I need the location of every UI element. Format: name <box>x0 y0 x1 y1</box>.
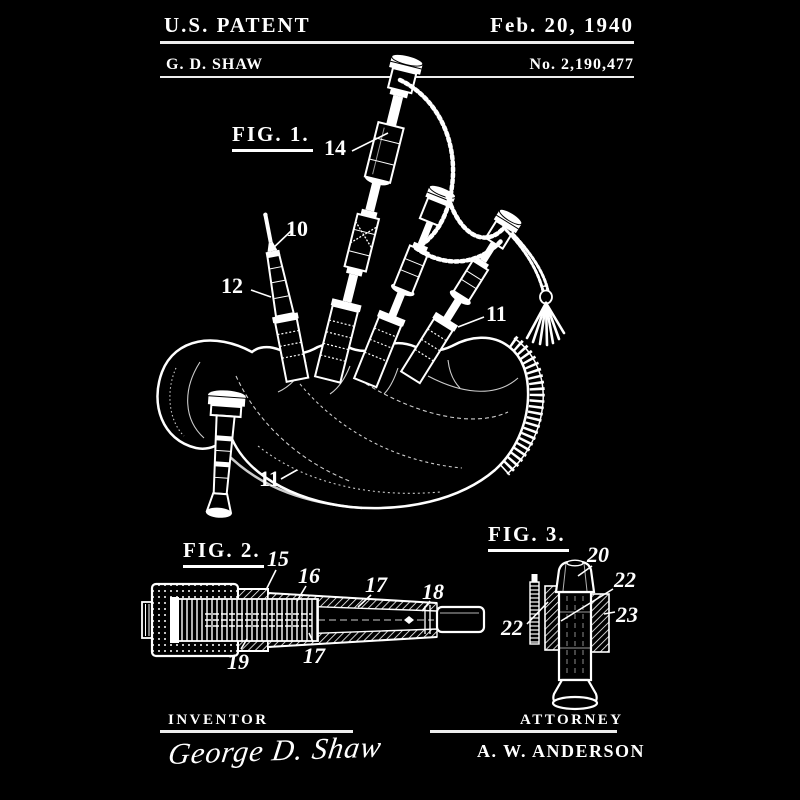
fig3-label: FIG. 3. <box>488 522 569 552</box>
callout-19: 19 <box>227 649 249 674</box>
callout-16: 16 <box>298 563 320 588</box>
callout-11-bottom: 11 <box>259 466 280 491</box>
callout-20: 20 <box>587 542 609 567</box>
fig2-leader-lines <box>240 569 431 650</box>
patent-number: No. 2,190,477 <box>529 56 634 73</box>
patent-date: Feb. 20, 1940 <box>490 13 634 37</box>
callout-23: 23 <box>616 602 638 627</box>
fig1-label: FIG. 1. <box>232 122 313 152</box>
fig3-drawing <box>526 559 616 711</box>
chanter <box>205 390 247 518</box>
fig1-leader-lines <box>250 132 485 480</box>
callout-18: 18 <box>422 579 444 604</box>
attorney-label: ATTORNEY <box>520 712 624 728</box>
fig2-drawing <box>141 569 486 658</box>
callout-22-left: 22 <box>501 615 523 640</box>
fig1-drawing <box>156 53 566 518</box>
attorney-rule <box>430 730 617 733</box>
callout-22-right: 22 <box>614 567 636 592</box>
attorney-name: A. W. ANDERSON <box>477 741 646 761</box>
callout-10: 10 <box>286 216 308 241</box>
bag-shading <box>169 359 519 510</box>
fig3-leader-lines <box>526 565 616 625</box>
bag-fringe <box>498 335 545 476</box>
fig2-label: FIG. 2. <box>183 538 264 568</box>
blowpipe <box>263 212 310 383</box>
callout-15: 15 <box>267 546 289 571</box>
inventor-label: INVENTOR <box>168 712 269 728</box>
callout-12: 12 <box>221 273 243 298</box>
header-rule <box>160 41 634 44</box>
inventor-rule <box>160 730 353 733</box>
callout-11-right: 11 <box>486 301 507 326</box>
callout-14: 14 <box>324 135 346 160</box>
patent-title: U.S. PATENT <box>164 13 311 37</box>
tassel <box>525 285 566 347</box>
inventor-abbrev: G. D. SHAW <box>166 56 264 73</box>
callout-17-top: 17 <box>365 572 387 597</box>
bass-drone <box>313 53 424 384</box>
callout-17-bottom: 17 <box>303 643 325 668</box>
